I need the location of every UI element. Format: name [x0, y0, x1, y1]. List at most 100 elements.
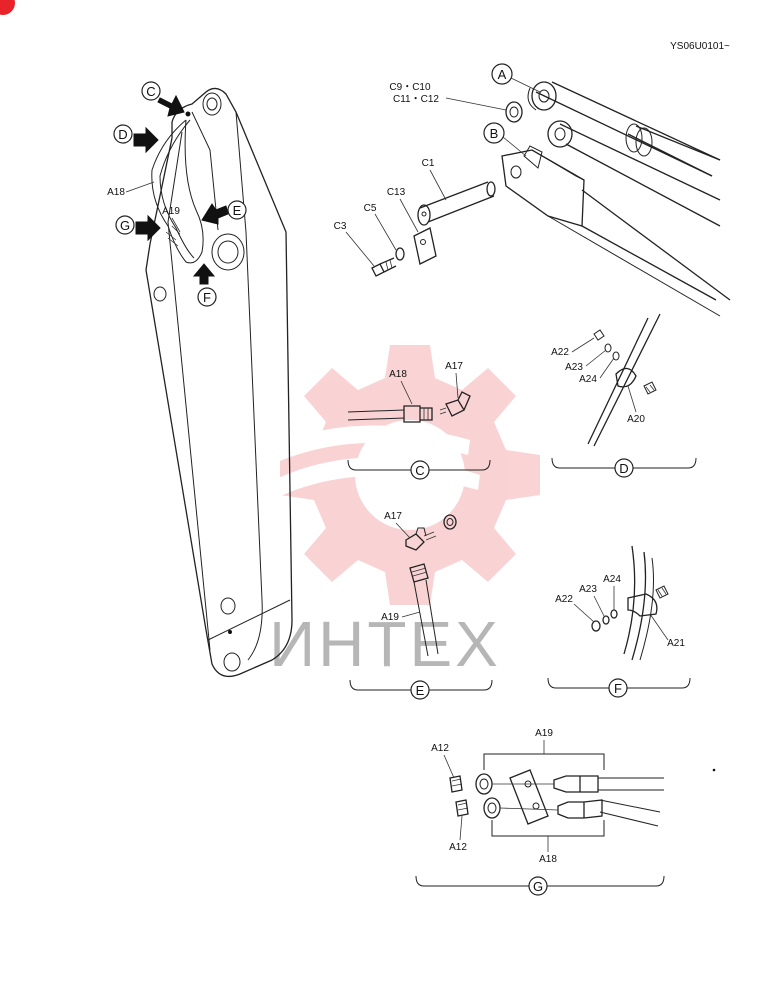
- label-a17-c: A17: [445, 361, 463, 372]
- detail-g-bracket-top: [483, 753, 605, 770]
- cylinder-a-collar-2: [635, 127, 653, 157]
- caption-f-circle: [608, 678, 628, 698]
- detail-g-ring-top-inner: [479, 778, 489, 790]
- detail-d-hose: [587, 313, 661, 447]
- arm-top-boss: [202, 92, 222, 116]
- label-c1: C1: [422, 158, 435, 169]
- arm-boss-inner: [206, 97, 218, 111]
- bracket-top-plate: [523, 145, 543, 169]
- detail-g-nipple-top-thread: [451, 778, 463, 787]
- arm-inner-edge: [167, 131, 211, 651]
- detail-d-bolt: [593, 329, 605, 341]
- detail-c-hose: [347, 409, 405, 421]
- detail-f-washer: [602, 615, 610, 625]
- detail-c-elbow-thread: [439, 407, 447, 415]
- cylinder-a-neck: [527, 87, 537, 111]
- leader-a21-f: [649, 613, 669, 641]
- detail-e-oring-inner: [446, 518, 454, 526]
- svg-text:D: D: [118, 127, 127, 142]
- leader-a22-d: [571, 337, 595, 353]
- label-a22-f: A22: [555, 594, 573, 605]
- arm-tip-boss: [223, 652, 241, 672]
- leader-b: [502, 136, 527, 157]
- callout-f-overview: F: [192, 263, 217, 307]
- bolt-c3: [371, 257, 397, 277]
- arm-overview: [145, 87, 293, 678]
- svg-text:F: F: [203, 290, 211, 305]
- label-a20-d: A20: [627, 414, 645, 425]
- label-a19-overview: A19: [162, 206, 180, 217]
- arrow-icon: [192, 263, 216, 285]
- detail-g-ring-bottom: [483, 797, 501, 819]
- caption-d: D: [619, 461, 628, 476]
- detail-e-elbow-stem: [415, 527, 427, 537]
- cylinder-a-eye-bore: [538, 89, 550, 103]
- label-a12-g-bottom: A12: [449, 842, 467, 853]
- leader-a12-g-bottom: [459, 815, 463, 841]
- callout-d-overview: D: [113, 124, 159, 154]
- caption-c: C: [415, 463, 424, 478]
- detail-g-nipple-bottom: [455, 799, 469, 817]
- arm-mid-boss: [211, 233, 245, 271]
- bracket-body: [501, 149, 585, 227]
- caption-c-circle: [410, 460, 430, 480]
- label-a24-d: A24: [579, 374, 597, 385]
- detail-e: A17 A19 E: [349, 511, 493, 700]
- detail-d-washer: [604, 343, 612, 353]
- detail-g-plate-hole-2: [532, 802, 540, 810]
- pin-shaft: [419, 181, 495, 223]
- leader-a23-f: [593, 595, 605, 617]
- bracket-arm: [581, 189, 731, 301]
- detail-f-hose-2: [639, 557, 654, 661]
- cylinder-b-eye-bore: [554, 127, 566, 141]
- detail-d-clamp: [615, 367, 637, 388]
- lock-plate: [413, 227, 437, 265]
- label-a23-d: A23: [565, 362, 583, 373]
- arm-hose-clamp: [185, 111, 191, 117]
- detail-g-ring-top: [475, 773, 493, 795]
- detail-f-bolt-thread: [657, 587, 667, 597]
- label-a22-d: A22: [551, 347, 569, 358]
- pin-end: [486, 181, 496, 197]
- callout-e-overview: E: [201, 200, 247, 225]
- arrow-icon: [133, 126, 159, 154]
- washer-c5: [395, 247, 405, 261]
- detail-c-elbow: [445, 391, 471, 417]
- label-c3: C3: [334, 221, 347, 232]
- leader-c5: [374, 213, 397, 251]
- cylinder-b-rod: [559, 123, 721, 227]
- detail-g-fitting-bottom: [557, 799, 603, 819]
- watermark-text: ИНТЕХ: [269, 608, 501, 680]
- svg-text:E: E: [233, 203, 242, 218]
- arm-outline: [145, 87, 293, 678]
- caption-d-circle: [614, 458, 634, 478]
- leader-a22-f: [573, 603, 595, 623]
- drawing-code: YS06U0101~: [670, 41, 730, 52]
- label-c13: C13: [387, 187, 406, 198]
- detail-g-hose-bottom: [599, 799, 661, 827]
- arm-top-plate: [191, 111, 219, 231]
- detail-e-oring: [443, 514, 457, 530]
- detail-c: A18 A17 C: [347, 361, 491, 480]
- pin-head: [417, 204, 431, 226]
- svg-text:C: C: [146, 84, 155, 99]
- detail-d-clamp-bolt: [643, 381, 657, 395]
- callout-a: [491, 63, 513, 85]
- detail-f-bolt: [591, 620, 601, 632]
- leader-c3: [345, 231, 375, 267]
- label-a18-c: A18: [389, 369, 407, 380]
- cylinder-a-collar: [625, 123, 643, 153]
- detail-e-fitting-thread: [411, 567, 428, 577]
- stray-dot: [712, 768, 716, 772]
- leader-a23-d: [585, 349, 607, 367]
- detail-d-spring-washer: [612, 351, 620, 361]
- detail-g-ring-bottom-inner: [487, 802, 497, 814]
- callout-b: [483, 122, 505, 144]
- pin-assembly: A B C9・C10 C11・C12 C1 C13 C5 C3: [334, 63, 731, 317]
- leader-a24-d: [599, 357, 615, 379]
- watermark-gear-hole: [355, 420, 465, 530]
- caption-f: F: [614, 681, 622, 696]
- arm-hose-fittings: [165, 225, 181, 247]
- arm-hose-route-2: [159, 119, 195, 259]
